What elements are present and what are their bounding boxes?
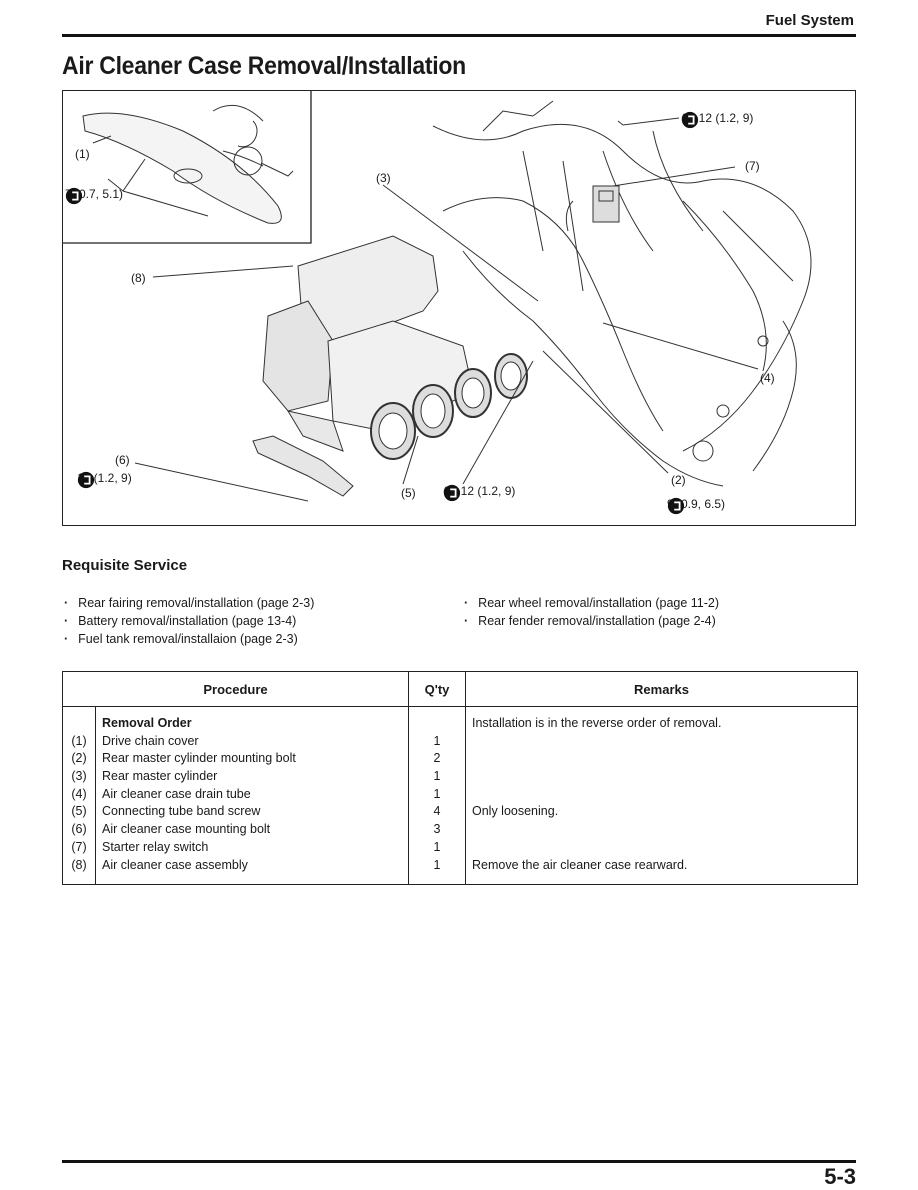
table-row-step: Starter relay switch — [102, 839, 209, 854]
callout-6-left: (6) — [115, 453, 130, 467]
torque-wrench-icon — [443, 484, 461, 502]
exploded-diagram: (1) 7 (0.7, 5.1) (8) (3) (6) 12 (1.2, 9)… — [62, 90, 856, 526]
table-row-remark: Only loosening. — [472, 804, 559, 819]
table-row-qty: 1 — [433, 857, 441, 872]
callout-1: (1) — [75, 147, 90, 161]
step-descriptions: Removal Order Drive chain cover Rear mas… — [95, 706, 409, 885]
callout-7: (7) — [745, 159, 760, 173]
torque-mid: (6) 12 (1.2, 9) — [443, 484, 516, 502]
table-row-step: Drive chain cover — [102, 733, 199, 748]
table-row-remark: Remove the air cleaner case rearward. — [472, 857, 688, 872]
section-header: Fuel System — [765, 12, 854, 29]
table-row-remark — [472, 839, 857, 857]
table-row-num: (6) — [71, 822, 87, 837]
removal-order-heading: Removal Order — [102, 716, 192, 730]
table-row-qty: 2 — [433, 751, 441, 766]
page-number: 5-3 — [824, 1164, 856, 1189]
table-row-qty: 1 — [433, 733, 441, 748]
table-row-qty: 4 — [433, 804, 441, 819]
table-row-remark — [472, 768, 857, 786]
table-row-step: Air cleaner case drain tube — [102, 786, 251, 801]
list-item: Rear fender removal/installation (page 2… — [464, 612, 719, 630]
torque-wrench-icon — [65, 187, 83, 205]
callout-4: (4) — [760, 371, 775, 385]
torque-mid-value: 12 (1.2, 9) — [460, 484, 516, 498]
torque-wrench-icon — [667, 497, 685, 515]
callout-5: (5) — [401, 486, 416, 500]
table-row-remark — [472, 821, 857, 839]
torque-wrench-icon — [77, 471, 95, 489]
table-row-num: (7) — [71, 839, 87, 854]
step-remarks: Installation is in the reverse order of … — [465, 706, 858, 885]
header-qty: Q'ty — [408, 671, 466, 707]
page-title: Air Cleaner Case Removal/Installation — [62, 52, 466, 80]
table-row-num: (3) — [71, 769, 87, 784]
table-row-remark — [472, 733, 857, 751]
table-row-qty: 3 — [433, 822, 441, 837]
requisite-list-left: Rear fairing removal/installation (page … — [64, 594, 314, 648]
table-row-num: (1) — [71, 733, 87, 748]
list-item: Battery removal/installation (page 13-4) — [64, 612, 314, 630]
torque-left: 12 (1.2, 9) — [77, 471, 132, 489]
table-row-step: Air cleaner case mounting bolt — [102, 822, 271, 837]
table-row-num: (8) — [71, 857, 87, 872]
callout-8: (8) — [131, 271, 146, 285]
torque-top: (6) 12 (1.2, 9) — [681, 111, 754, 129]
torque-top-value: 12 (1.2, 9) — [698, 111, 754, 125]
torque-right: 9 (0.9, 6.5) — [667, 497, 725, 515]
torque-inset: 7 (0.7, 5.1) — [65, 187, 123, 205]
table-row-num: (4) — [71, 786, 87, 801]
table-row-num: (2) — [71, 751, 87, 766]
list-item: Rear fairing removal/installation (page … — [64, 594, 314, 612]
table-row-remark — [472, 750, 857, 768]
diagram-drawing — [63, 91, 812, 502]
header-procedure: Procedure — [62, 671, 409, 707]
requisite-list-right: Rear wheel removal/installation (page 11… — [464, 594, 719, 630]
callout-3: (3) — [376, 171, 391, 185]
table-row-step: Air cleaner case assembly — [102, 857, 248, 872]
table-row-step: Rear master cylinder — [102, 769, 218, 784]
list-item: Rear wheel removal/installation (page 11… — [464, 594, 719, 612]
table-row-qty: 1 — [433, 839, 441, 854]
header-remarks: Remarks — [465, 671, 858, 707]
list-item: Fuel tank removal/installaion (page 2-3) — [64, 630, 314, 648]
order-remark: Installation is in the reverse order of … — [472, 716, 722, 730]
header-rule — [62, 34, 856, 37]
table-row-qty: 1 — [433, 786, 441, 801]
table-row-step: Connecting tube band screw — [102, 804, 261, 819]
torque-wrench-icon — [681, 111, 699, 129]
table-row-remark — [472, 786, 857, 804]
table-row-num: (5) — [71, 804, 87, 819]
callout-2: (2) — [671, 473, 686, 487]
table-row-qty: 1 — [433, 769, 441, 784]
requisite-heading: Requisite Service — [62, 557, 188, 574]
procedure-table: Procedure Q'ty Remarks (1) (2) (3) (4) (… — [62, 671, 858, 886]
footer-rule — [62, 1160, 856, 1163]
table-row-step: Rear master cylinder mounting bolt — [102, 751, 296, 766]
step-quantities: 1 2 1 1 4 3 1 1 — [408, 706, 466, 885]
step-numbers: (1) (2) (3) (4) (5) (6) (7) (8) — [62, 706, 96, 885]
